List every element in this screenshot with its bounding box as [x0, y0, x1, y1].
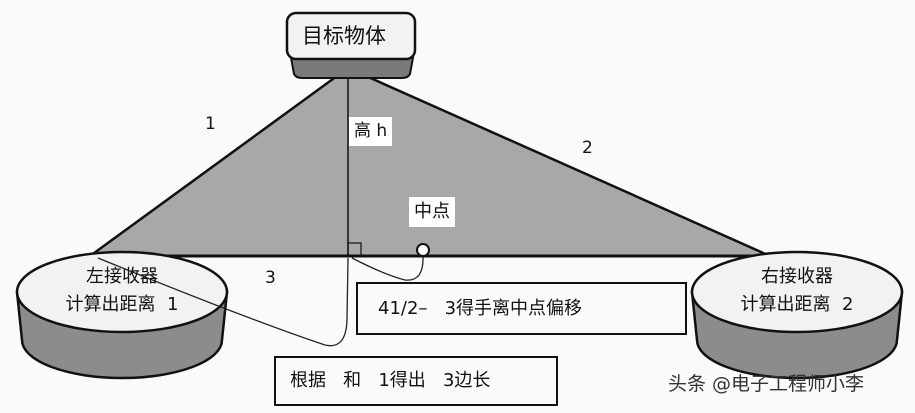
right-receiver-distance: 计算出距离 2 [740, 294, 854, 315]
side-2-label: 2 [582, 138, 593, 158]
right-receiver-title: 右接收器 [761, 266, 833, 287]
side-1-label: 1 [205, 114, 216, 134]
left-receiver-cylinder [15, 250, 229, 380]
side-3-label: 3 [265, 268, 276, 288]
left-receiver-distance: 计算出距离 1 [65, 294, 179, 315]
length-box-text: 根据 和 1得出 3边长 [290, 370, 491, 391]
left-receiver-title: 左接收器 [86, 266, 158, 287]
right-receiver-cylinder [690, 250, 904, 380]
target-label: 目标物体 [302, 24, 386, 48]
triangle [88, 66, 772, 258]
target-box [285, 11, 417, 61]
connector-curve-left [97, 257, 349, 347]
right-receiver-text: 右接收器 计算出距离 2 [697, 263, 897, 319]
midpoint-marker [416, 243, 430, 257]
connector-curve-mid [351, 255, 424, 281]
offset-box-frame [356, 282, 687, 335]
height-label: 高 h [349, 117, 393, 146]
offset-box-text: 41/2– 3得手离中点偏移 [378, 298, 583, 319]
right-angle-marker [347, 242, 362, 257]
left-receiver-text: 左接收器 计算出距离 1 [22, 263, 222, 319]
length-box-frame [274, 356, 558, 406]
watermark: 头条 @电子工程师小李 [668, 373, 865, 395]
midpoint-label: 中点 [409, 197, 455, 227]
